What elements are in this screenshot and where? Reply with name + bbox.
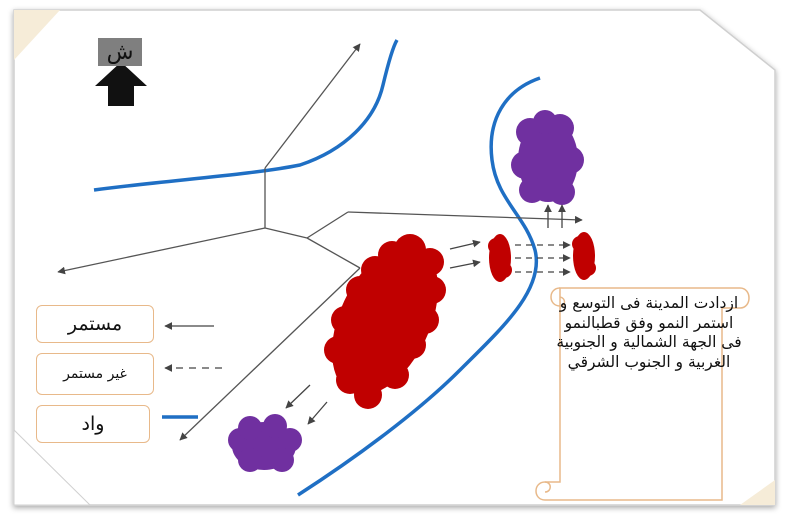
scroll-note-text: ازدادت المدينة فى التوسع و استمر النمو و… [556,294,742,371]
legend-non-continuous: غير مستمر [36,353,154,395]
legend-continuous: مستمر [36,305,154,343]
north-arrow [95,62,147,106]
corner-decoration-bottom-right [740,480,775,505]
new-growth-north [511,110,584,205]
road-west [57,227,266,275]
road-east [347,211,583,224]
river-north [93,39,399,192]
road-network [57,43,583,441]
growth-arrows [285,204,571,425]
new-growth-southwest [228,414,302,472]
road-southwest [179,267,361,441]
growth-node-east-2 [572,232,596,280]
scroll-note [535,287,750,501]
growth-node-east-1 [488,234,512,282]
legend-valley: واد [36,405,150,443]
road-north [264,43,361,169]
north-label: ش [98,38,142,66]
corner-decoration-top-left [14,10,60,60]
river-main [297,76,541,497]
city-core [324,234,446,409]
